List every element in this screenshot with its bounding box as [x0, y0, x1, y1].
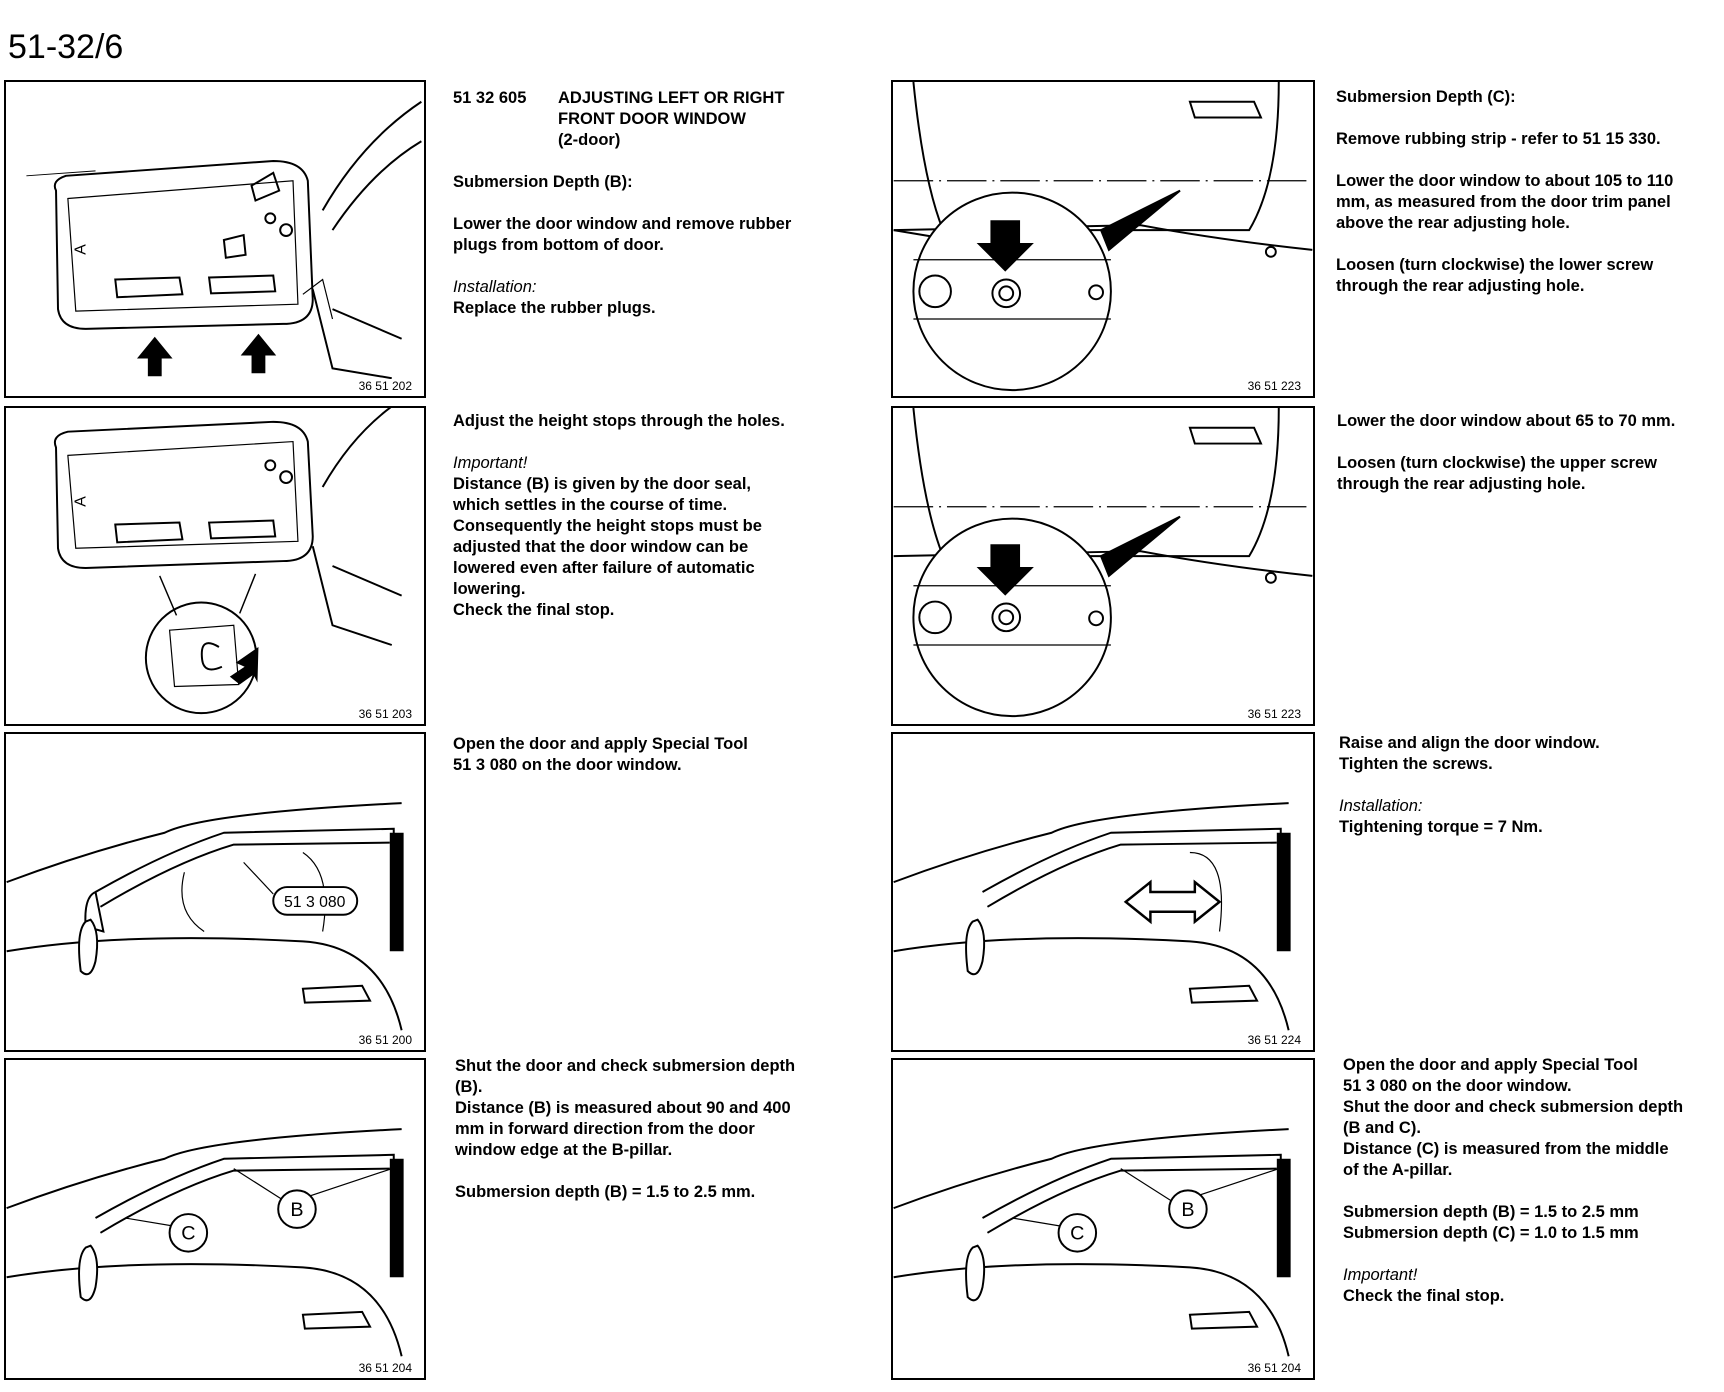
figure-number: 36 51 203 — [356, 707, 414, 721]
adjusting-hole-illustration — [893, 82, 1313, 392]
arrow-icon — [229, 646, 259, 685]
paragraph: Loosen (turn clockwise) the upper screw … — [1337, 454, 1657, 493]
figure-number: 36 51 204 — [356, 1361, 414, 1375]
arrow-down-icon — [976, 220, 1034, 272]
important-label: Important! — [453, 454, 528, 472]
callout-c-label: C — [181, 1223, 195, 1245]
spec: Submersion depth (B) = 1.5 to 2.5 mm. — [455, 1183, 756, 1201]
height-stop-illustration: A — [53, 408, 403, 715]
right-section-3: Raise and align the door window. Tighten… — [1339, 733, 1724, 859]
paragraph: Replace the rubber plugs. — [453, 299, 656, 317]
figure-height-stops: A 36 51 203 — [4, 406, 426, 726]
door-interior-illustration: A — [26, 100, 422, 380]
car-align-illustration — [893, 802, 1291, 1031]
figure-number: 36 51 224 — [1245, 1033, 1303, 1047]
spec: Submersion depth (C) = 1.0 to 1.5 mm — [1343, 1224, 1639, 1242]
callout-b: B — [277, 1189, 317, 1229]
paragraph: Open the door and apply Special Tool 51 … — [1343, 1056, 1684, 1179]
figure-number: 36 51 223 — [1245, 707, 1303, 721]
paragraph: Loosen (turn clockwise) the lower screw … — [1336, 256, 1654, 295]
callout-b: B — [1168, 1189, 1208, 1229]
paragraph: Adjust the height stops through the hole… — [453, 412, 785, 430]
installation-label: Installation: — [453, 278, 537, 296]
subhead: Submersion Depth (B): — [453, 173, 633, 191]
installation-label: Installation: — [1339, 797, 1423, 815]
car-tool-illustration: 51 3 080 — [6, 802, 404, 1031]
figure-submersion-check-bc: C B 36 51 204 — [891, 1058, 1315, 1380]
arrow-up-icon — [136, 333, 277, 377]
right-section-4: Open the door and apply Special Tool 51 … — [1343, 1055, 1724, 1328]
right-section-1: Submersion Depth (C): Remove rubbing str… — [1336, 87, 1724, 318]
figure-special-tool: 51 3 080 36 51 200 — [4, 732, 426, 1052]
figure-submersion-check: C B 36 51 204 — [4, 1058, 426, 1380]
figure-number: 36 51 223 — [1245, 379, 1303, 393]
paragraph: Check the final stop. — [1343, 1287, 1505, 1305]
double-arrow-icon — [1123, 879, 1222, 925]
left-section-1: 51 32 605 ADJUSTING LEFT OR RIGHT FRONT … — [453, 88, 843, 340]
tool-callout-label: 51 3 080 — [284, 894, 346, 911]
tool-callout: 51 3 080 — [272, 886, 359, 916]
figure-door-plugs: A 36 51 202 — [4, 80, 426, 398]
paragraph: Distance (B) is given by the door seal, … — [453, 475, 762, 619]
left-section-2: Adjust the height stops through the hole… — [453, 411, 843, 642]
car-bc-illustration: C B — [6, 1128, 404, 1357]
svg-text:A: A — [73, 244, 90, 255]
callout-c: C — [168, 1213, 209, 1253]
procedure-code: 51 32 605 — [453, 89, 527, 107]
spec: Submersion depth (B) = 1.5 to 2.5 mm — [1343, 1203, 1639, 1221]
paragraph: Tightening torque = 7 Nm. — [1339, 818, 1543, 836]
important-label: Important! — [1343, 1266, 1418, 1284]
callout-c-label: C — [1070, 1223, 1084, 1245]
paragraph: Lower the door window and remove rubber … — [453, 215, 792, 254]
paragraph: Open the door and apply Special Tool 51 … — [453, 735, 748, 774]
right-section-2: Lower the door window about 65 to 70 mm.… — [1337, 411, 1724, 516]
paragraph: Raise and align the door window. Tighten… — [1339, 734, 1600, 773]
figure-number: 36 51 202 — [356, 379, 414, 393]
paragraph: Remove rubbing strip - refer to 51 15 33… — [1336, 130, 1661, 148]
figure-align-window: 36 51 224 — [891, 732, 1315, 1052]
figure-lower-screw: 36 51 223 — [891, 80, 1315, 398]
left-section-3: Open the door and apply Special Tool 51 … — [453, 734, 843, 797]
paragraph: Lower the door window to about 105 to 11… — [1336, 172, 1674, 232]
svg-text:A: A — [73, 496, 90, 507]
arrow-down-icon — [976, 544, 1034, 596]
adjusting-hole-illustration — [893, 408, 1313, 718]
callout-b-label: B — [290, 1199, 303, 1221]
callout-b-label: B — [1181, 1199, 1194, 1221]
figure-number: 36 51 204 — [1245, 1361, 1303, 1375]
procedure-title: ADJUSTING LEFT OR RIGHT FRONT DOOR WINDO… — [558, 89, 785, 149]
figure-upper-screw: 36 51 223 — [891, 406, 1315, 726]
page-number: 51-32/6 — [8, 28, 124, 66]
figure-number: 36 51 200 — [356, 1033, 414, 1047]
left-section-4: Shut the door and check submersion depth… — [455, 1056, 845, 1224]
paragraph: Shut the door and check submersion depth… — [455, 1057, 796, 1159]
car-bc-illustration: C B — [893, 1128, 1291, 1357]
paragraph: Lower the door window about 65 to 70 mm. — [1337, 412, 1676, 430]
callout-c: C — [1057, 1213, 1098, 1253]
subhead: Submersion Depth (C): — [1336, 88, 1516, 106]
